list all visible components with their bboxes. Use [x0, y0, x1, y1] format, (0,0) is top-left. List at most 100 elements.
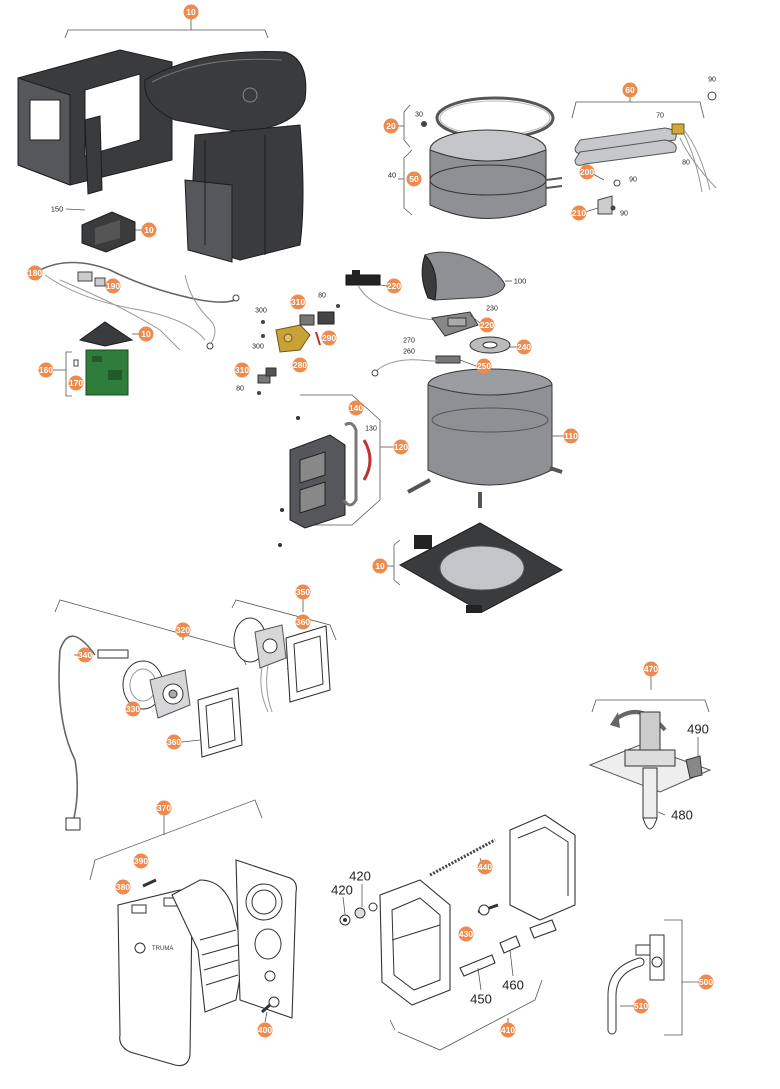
- callout-label: 480: [671, 808, 693, 823]
- callout-label: 90: [620, 211, 628, 218]
- callout-badge-circle: [295, 614, 311, 630]
- callout-badge-circle: [138, 326, 154, 342]
- callout-l80c: 80: [682, 160, 690, 167]
- callout-label: 470: [644, 664, 658, 674]
- callout-l150: 150: [51, 205, 64, 214]
- burner-assembly: [345, 270, 516, 377]
- callout-label: 290: [322, 333, 336, 343]
- callout-badge-circle: [633, 998, 649, 1014]
- callout-l450: 450: [470, 992, 492, 1007]
- callout-l420a: 420: [349, 869, 371, 884]
- callout-b210: 210: [571, 205, 587, 221]
- callout-b110: 110: [563, 428, 579, 444]
- callout-b410: 410: [500, 1022, 516, 1038]
- callout-badge-circle: [458, 926, 474, 942]
- callout-b360a: 360: [166, 734, 182, 750]
- callout-b140: 140: [348, 400, 364, 416]
- callout-b390: 390: [133, 853, 149, 869]
- callout-b190: 190: [105, 278, 121, 294]
- callout-b20: 20: [383, 118, 399, 134]
- triangle-bracket: [78, 321, 139, 347]
- callout-b380: 380: [115, 879, 131, 895]
- callout-l460: 460: [502, 978, 524, 993]
- callout-label: 490: [687, 722, 709, 737]
- air-intake-box: [278, 394, 393, 547]
- callout-b370: 370: [156, 800, 172, 816]
- callout-b250: 250: [476, 358, 492, 374]
- baffle-shield: [421, 251, 512, 301]
- callout-l300a: 300: [255, 308, 267, 315]
- callout-label: 80: [682, 160, 690, 167]
- callout-b60: 60: [622, 82, 638, 98]
- callout-badge-circle: [479, 317, 495, 333]
- callout-label: 190: [106, 281, 120, 291]
- callout-b430: 430: [458, 926, 474, 942]
- callout-label: 360: [296, 617, 310, 627]
- callout-badge-circle: [393, 439, 409, 455]
- callout-l490: 490: [687, 722, 709, 737]
- callout-b10c: 10: [138, 326, 154, 342]
- callout-b320: 320: [175, 622, 191, 638]
- callout-label: 110: [564, 431, 578, 441]
- callout-badge-circle: [125, 701, 141, 717]
- callout-badge-circle: [133, 853, 149, 869]
- callout-b470: 470: [643, 661, 659, 677]
- callout-badge-circle: [183, 4, 199, 20]
- callout-label: 320: [176, 625, 190, 635]
- callout-label: 340: [78, 650, 92, 660]
- callout-badge-circle: [295, 584, 311, 600]
- callout-l480: 480: [671, 808, 693, 823]
- callout-badge-circle: [156, 800, 172, 816]
- callout-badge-circle: [77, 647, 93, 663]
- callout-label: 360: [167, 737, 181, 747]
- wiring-harness: [39, 261, 240, 351]
- corner-bracket: [65, 208, 142, 253]
- callout-badge-circle: [292, 357, 308, 373]
- callout-label: 370: [157, 803, 171, 813]
- callout-label: 500: [699, 977, 713, 987]
- callout-b10b: 10: [141, 222, 157, 238]
- callout-label: 120: [394, 442, 408, 452]
- callout-badge-circle: [579, 164, 595, 180]
- callout-label: 380: [116, 882, 130, 892]
- callout-badge-circle: [476, 358, 492, 374]
- callout-badge-circle: [622, 82, 638, 98]
- callout-badge-circle: [571, 205, 587, 221]
- callout-label: 150: [51, 205, 64, 214]
- callout-badge-circle: [234, 362, 250, 378]
- callout-l100: 100: [514, 277, 527, 286]
- callout-b160: 160: [38, 362, 54, 378]
- callout-label: 450: [470, 992, 492, 1007]
- callout-b330: 330: [125, 701, 141, 717]
- heating-element: [571, 91, 717, 215]
- callout-label: 140: [349, 403, 363, 413]
- drain-valve-group: [588, 676, 712, 830]
- callout-label: 10: [375, 561, 385, 571]
- callout-label: 400: [258, 1025, 272, 1035]
- callout-l300b: 300: [252, 344, 264, 351]
- callout-l130: 130: [365, 426, 377, 433]
- remote-control-group: [231, 599, 337, 713]
- callout-b50: 50: [406, 171, 422, 187]
- callout-label: 40: [388, 171, 396, 180]
- callout-label: 390: [134, 856, 148, 866]
- callout-label: 200: [580, 167, 594, 177]
- svg-text:TRUMA: TRUMA: [152, 946, 173, 952]
- callout-badge-circle: [500, 1022, 516, 1038]
- callout-label: 510: [634, 1001, 648, 1011]
- callout-b360b: 360: [295, 614, 311, 630]
- callout-badge-circle: [257, 1022, 273, 1038]
- callout-l230: 230: [486, 306, 498, 313]
- callout-badge-circle: [516, 339, 532, 355]
- callout-b400: 400: [257, 1022, 273, 1038]
- callout-label: 160: [39, 365, 53, 375]
- callout-label: 460: [502, 978, 524, 993]
- callout-b220a: 220: [386, 278, 402, 294]
- callout-label: 60: [625, 85, 635, 95]
- front-cover-group: TRUMA: [89, 799, 297, 1067]
- callout-b120: 120: [393, 439, 409, 455]
- gas-valve-assembly: [257, 304, 340, 395]
- callout-b510: 510: [633, 998, 649, 1014]
- callout-badge-circle: [141, 222, 157, 238]
- callout-label: 30: [415, 112, 423, 119]
